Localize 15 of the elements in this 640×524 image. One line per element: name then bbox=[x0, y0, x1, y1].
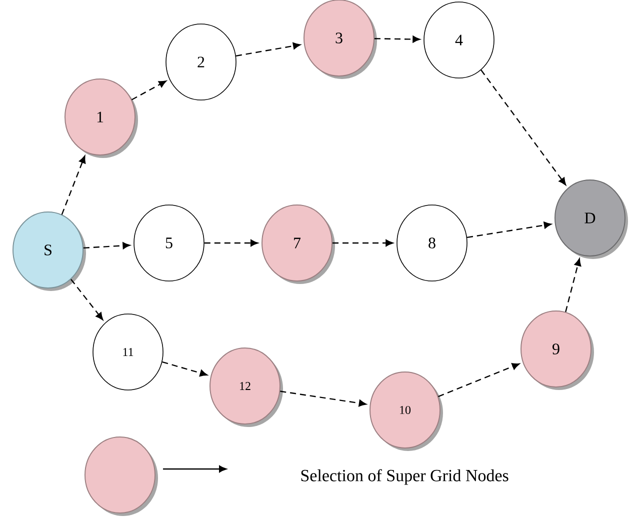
arrow bbox=[332, 240, 394, 246]
arrow bbox=[438, 363, 520, 398]
arrow bbox=[204, 240, 258, 246]
arrow bbox=[565, 258, 582, 312]
arrow bbox=[480, 70, 566, 186]
legend-text: Selection of Super Grid Nodes bbox=[301, 469, 508, 485]
arrow bbox=[70, 278, 104, 320]
arrow bbox=[280, 390, 366, 407]
arrow bbox=[466, 222, 552, 238]
arrow bbox=[374, 36, 420, 43]
arrow bbox=[83, 242, 130, 250]
arrow bbox=[131, 80, 166, 100]
arrow bbox=[162, 361, 208, 376]
arrow bbox=[236, 42, 300, 57]
arrow bbox=[61, 156, 86, 215]
